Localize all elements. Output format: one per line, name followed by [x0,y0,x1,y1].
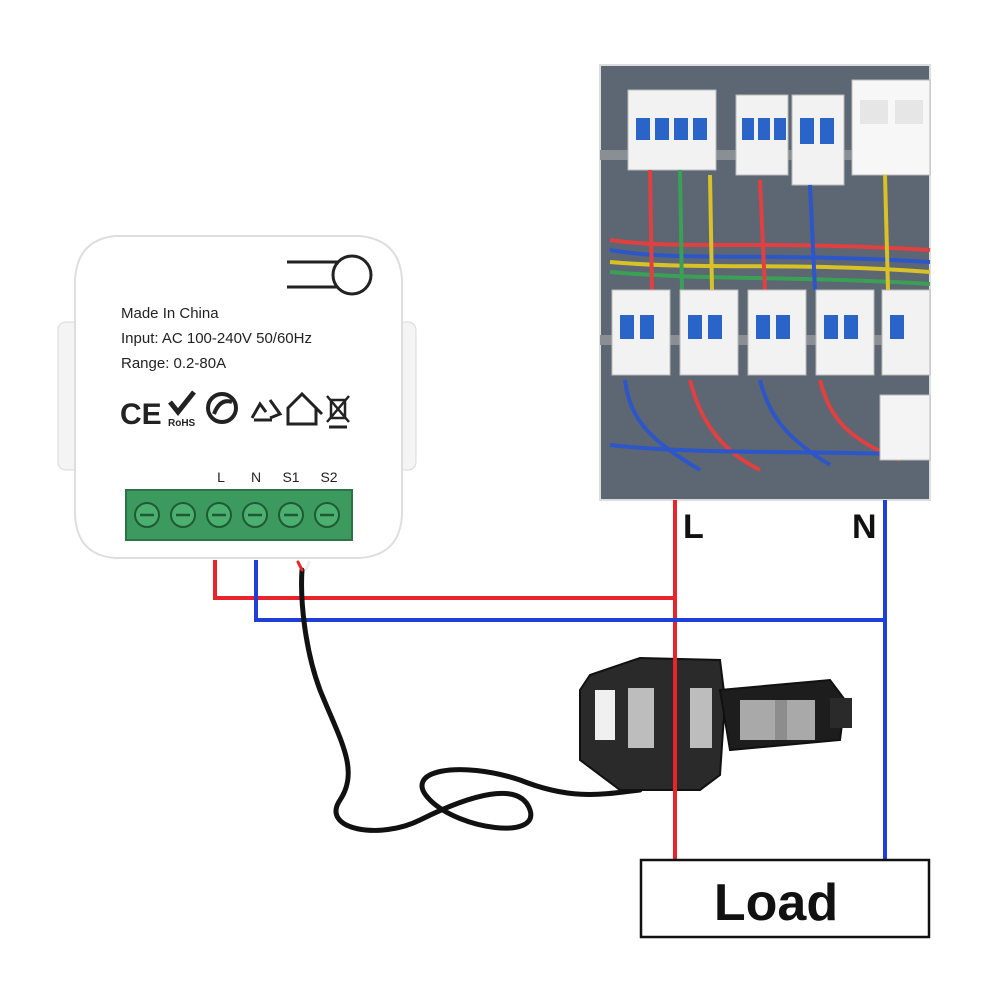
green-dot-icon [206,392,238,424]
smart-meter-device: Made In China Input: AC 100-240V 50/60Hz… [57,235,417,559]
load-label: Load [714,874,838,932]
electrical-panel-photo [599,64,931,501]
rohs-icon: RoHS [168,390,196,429]
lower-breaker-row [611,289,931,461]
device-origin-text: Made In China [121,305,219,322]
recycle-icon [250,399,283,422]
ce-mark-icon: CE [120,398,162,431]
neutral-wire [254,500,887,860]
terminal-label-l: L [217,469,225,485]
ct-clamp-sensor [579,656,852,791]
terminal-label-s1: S1 [282,469,299,485]
live-label: L [683,508,704,546]
terminal-label-s2: S2 [320,469,337,485]
weee-bin-icon [326,395,350,429]
terminal-label-n: N [251,469,261,485]
neutral-label: N [852,508,877,546]
device-range-spec: Range: 0.2-80A [121,355,226,372]
terminal-block [125,489,353,541]
rohs-text: RoHS [168,418,196,429]
terminal-labels: L N S1 S2 [217,469,338,485]
load-box: Load [639,858,931,939]
ct-sensor-cable [296,560,643,833]
panel-wires [609,169,931,472]
device-input-spec: Input: AC 100-240V 50/60Hz [121,330,312,347]
indoor-use-icon [286,391,324,426]
top-breaker-row [627,79,931,186]
reset-button-icon[interactable] [287,254,373,296]
